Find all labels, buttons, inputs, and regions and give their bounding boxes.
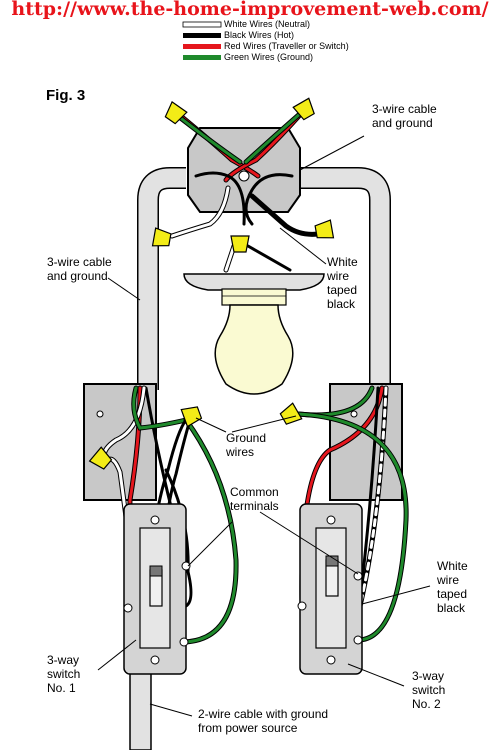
svg-text:terminals: terminals bbox=[230, 499, 279, 513]
wire-nut-top-left bbox=[164, 101, 188, 125]
label-white-taped-top: White wire taped black bbox=[326, 255, 358, 311]
legend-label-black: Black Wires (Hot) bbox=[224, 30, 294, 40]
legend: White Wires (Neutral) Black Wires (Hot) … bbox=[182, 19, 349, 62]
svg-text:black: black bbox=[437, 601, 466, 615]
svg-text:2-wire cable with ground: 2-wire cable with ground bbox=[198, 707, 328, 721]
svg-text:3-way: 3-way bbox=[47, 653, 79, 667]
cable-left bbox=[137, 167, 186, 390]
label-cable-top-right: 3-wire cable and ground bbox=[372, 102, 437, 130]
svg-text:and ground: and ground bbox=[372, 116, 433, 130]
legend-label-white: White Wires (Neutral) bbox=[224, 19, 310, 29]
label-common-terminals: Common terminals bbox=[230, 485, 279, 513]
svg-text:switch: switch bbox=[412, 683, 445, 697]
svg-text:No. 2: No. 2 bbox=[412, 697, 441, 711]
callout-lines bbox=[97, 135, 431, 717]
svg-text:and ground: and ground bbox=[47, 269, 108, 283]
label-white-taped-right: White wire taped black bbox=[436, 559, 468, 615]
label-power-source: 2-wire cable with ground from power sour… bbox=[198, 707, 328, 735]
svg-text:wire: wire bbox=[436, 573, 459, 587]
label-ground-wires: Ground wires bbox=[225, 431, 266, 459]
light-bulb bbox=[214, 304, 294, 395]
figure-title: Fig. 3 bbox=[46, 87, 85, 104]
svg-text:Ground: Ground bbox=[226, 431, 266, 445]
legend-label-green: Green Wires (Ground) bbox=[224, 52, 313, 62]
svg-text:taped: taped bbox=[327, 283, 357, 297]
switch-2[interactable] bbox=[297, 503, 363, 675]
wire-nut-top-right bbox=[292, 97, 315, 121]
legend-swatch-black bbox=[183, 33, 221, 38]
legend-swatch-white bbox=[182, 21, 222, 28]
source-url[interactable]: http://www.the-home-improvement-web.com/ bbox=[11, 0, 488, 20]
legend-label-red: Red Wires (Traveller or Switch) bbox=[224, 41, 349, 51]
svg-text:wire: wire bbox=[326, 269, 349, 283]
wire-nut-left-box-ground bbox=[180, 406, 203, 428]
cable-right bbox=[300, 167, 391, 390]
ceiling-wires bbox=[169, 105, 321, 273]
svg-text:3-wire cable: 3-wire cable bbox=[372, 102, 437, 116]
legend-swatch-red bbox=[183, 44, 221, 49]
label-cable-left: 3-wire cable and ground bbox=[47, 255, 112, 283]
svg-text:black: black bbox=[327, 297, 356, 311]
svg-text:3-way: 3-way bbox=[412, 669, 444, 683]
wire-nut-left-box-white bbox=[88, 446, 113, 470]
svg-text:from power source: from power source bbox=[198, 721, 298, 735]
svg-text:No. 1: No. 1 bbox=[47, 681, 76, 695]
light-fixture bbox=[183, 273, 325, 306]
svg-text:Common: Common bbox=[230, 485, 279, 499]
switch-1[interactable] bbox=[123, 503, 191, 675]
ceiling-wire-nuts bbox=[151, 97, 335, 253]
label-switch-2: 3-way switch No. 2 bbox=[412, 669, 445, 711]
wire-nut-left bbox=[151, 227, 172, 247]
wire-nut-center bbox=[230, 235, 250, 253]
svg-text:wires: wires bbox=[225, 445, 254, 459]
legend-swatch-green bbox=[183, 55, 221, 60]
svg-text:3-wire cable: 3-wire cable bbox=[47, 255, 112, 269]
right-box-wires bbox=[295, 385, 409, 643]
svg-text:White: White bbox=[327, 255, 358, 269]
svg-text:White: White bbox=[437, 559, 468, 573]
wire-nut-right-box-ground bbox=[279, 402, 303, 425]
svg-text:switch: switch bbox=[47, 667, 80, 681]
wire-nut-right bbox=[314, 219, 335, 239]
label-switch-1: 3-way switch No. 1 bbox=[47, 653, 80, 695]
svg-text:taped: taped bbox=[437, 587, 467, 601]
